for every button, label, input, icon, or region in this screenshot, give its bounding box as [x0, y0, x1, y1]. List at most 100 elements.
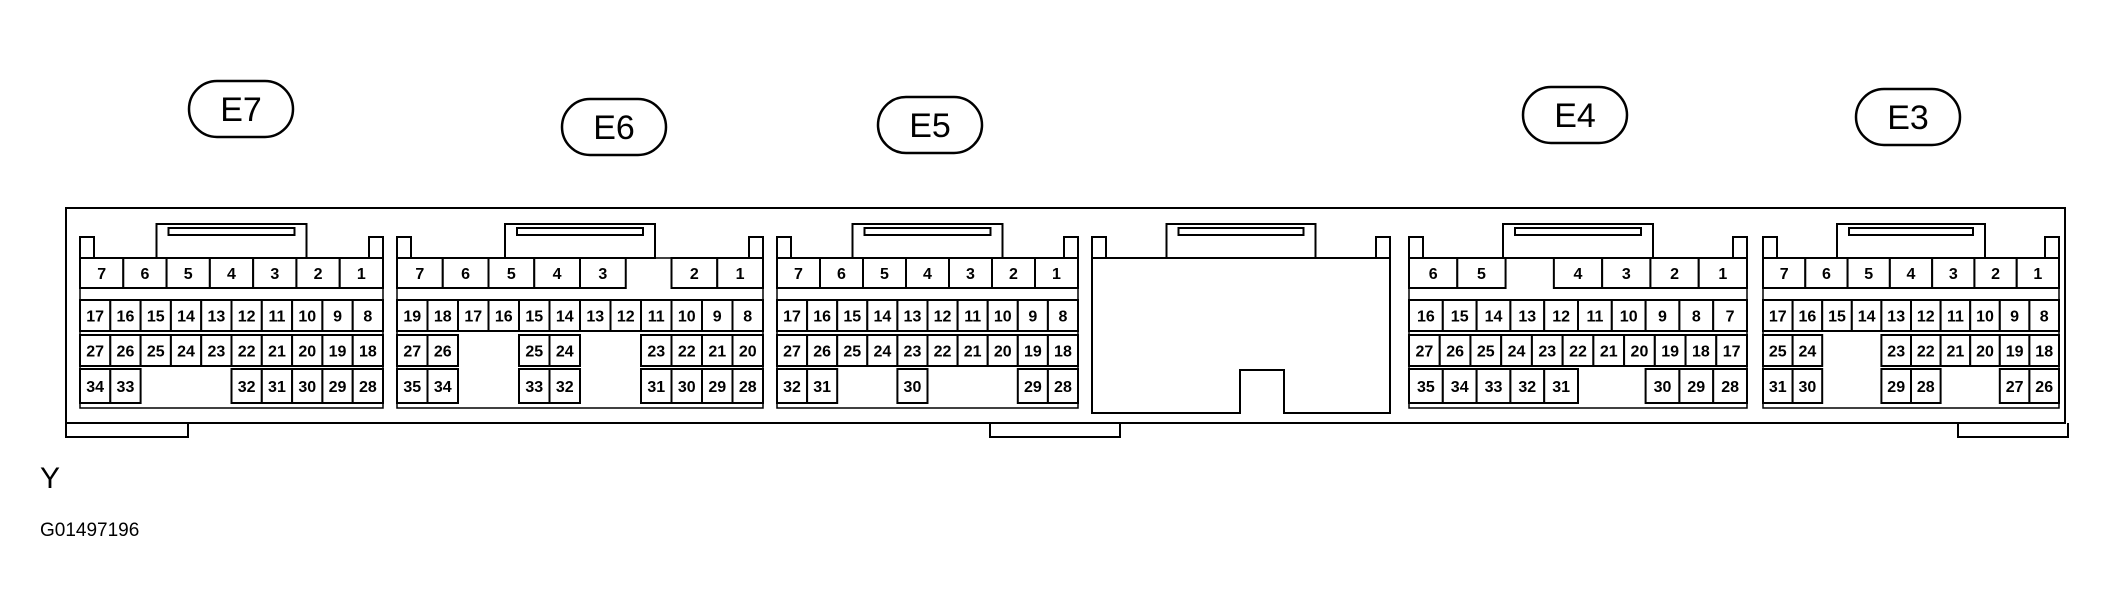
- pin-number: 15: [147, 309, 165, 326]
- connector-clip: [1091, 236, 1391, 258]
- pin-cell: [956, 299, 989, 332]
- pin-number: 5: [507, 266, 516, 283]
- pin-number: 9: [1028, 309, 1037, 326]
- pin-number: 4: [923, 266, 932, 283]
- pin-number: 31: [813, 379, 831, 396]
- pin-cell: [701, 299, 734, 332]
- pin-cell: [1438, 334, 1472, 367]
- pin-number: 7: [1726, 309, 1735, 326]
- pin-number: 4: [1574, 266, 1583, 283]
- pin-cell: [1931, 257, 1976, 289]
- pin-cell: [896, 299, 929, 332]
- pin-number: 22: [1569, 344, 1587, 361]
- pin-cell: [716, 257, 764, 289]
- pin-cell: [1762, 334, 1794, 367]
- pin-number: 20: [994, 344, 1012, 361]
- pin-number: 12: [934, 309, 952, 326]
- pin-number: 8: [363, 309, 372, 326]
- pin-number: 22: [238, 344, 256, 361]
- mounting-tab: [1957, 423, 2069, 438]
- pin-number: 22: [934, 344, 952, 361]
- pin-cell: [208, 257, 255, 289]
- pin-number: 19: [1024, 344, 1042, 361]
- pin-number: 8: [2040, 309, 2049, 326]
- pin-number: 5: [1864, 266, 1873, 283]
- pin-number: 10: [994, 309, 1012, 326]
- pin-number: 23: [1887, 344, 1905, 361]
- pin-number: 17: [464, 309, 482, 326]
- pin-cell: [1653, 334, 1687, 367]
- pin-number: 15: [1451, 309, 1469, 326]
- pin-cell: [1016, 299, 1049, 332]
- pin-cell: [1475, 299, 1512, 332]
- pin-number: 25: [525, 344, 543, 361]
- pin-number: 17: [1769, 309, 1787, 326]
- pin-cell: [1441, 368, 1478, 404]
- pin-number: 14: [177, 309, 195, 326]
- pin-cell: [1791, 299, 1824, 332]
- pin-cell: [1034, 257, 1079, 289]
- pin-number: 12: [1552, 309, 1570, 326]
- pin-number: 1: [2033, 266, 2042, 283]
- pin-number: 24: [873, 344, 891, 361]
- pin-number: 17: [783, 309, 801, 326]
- pin-number: 7: [1780, 266, 1789, 283]
- pin-number: 32: [1518, 379, 1536, 396]
- pin-number: 7: [794, 266, 803, 283]
- pin-cell: [1712, 299, 1748, 332]
- pin-cell: [1762, 299, 1794, 332]
- pin-number: 20: [1976, 344, 1994, 361]
- pin-number: 16: [117, 309, 135, 326]
- pin-number: 12: [617, 309, 635, 326]
- connector-blank: [1091, 223, 1391, 414]
- pin-cell: [1684, 334, 1718, 367]
- pin-cell: [396, 299, 429, 332]
- pin-number: 24: [1508, 344, 1526, 361]
- pin-number: 25: [843, 344, 861, 361]
- pin-number: 6: [461, 266, 470, 283]
- pin-number: 5: [880, 266, 889, 283]
- pin-number: 4: [553, 266, 562, 283]
- pin-cell: [351, 299, 385, 332]
- pin-cell: [1821, 299, 1853, 332]
- pin-cell: [165, 257, 211, 289]
- pin-number: 9: [1658, 309, 1667, 326]
- pin-cell: [79, 368, 112, 404]
- pin-cell: [426, 299, 459, 332]
- pin-number: 27: [1415, 344, 1433, 361]
- pin-number: 4: [1907, 266, 1916, 283]
- mounting-tab: [65, 423, 189, 438]
- pin-cell: [670, 334, 703, 367]
- pin-number: 27: [2006, 379, 2024, 396]
- pin-number: 2: [690, 266, 699, 283]
- pin-cell: [260, 334, 294, 367]
- pin-number: 34: [86, 379, 104, 396]
- pin-number: 6: [1822, 266, 1831, 283]
- pin-number: 11: [1947, 309, 1964, 326]
- pin-number: 11: [268, 309, 285, 326]
- pin-number: 34: [1451, 379, 1469, 396]
- pin-cell: [1880, 334, 1913, 367]
- pin-cell: [836, 299, 869, 332]
- latch-groove: [1514, 227, 1642, 236]
- pin-number: 8: [743, 309, 752, 326]
- pin-number: 26: [1446, 344, 1464, 361]
- pin-cell: [948, 257, 993, 289]
- pin-cell: [776, 334, 809, 367]
- pin-cell: [441, 257, 490, 289]
- pin-number: 21: [964, 344, 982, 361]
- pin-number: 18: [1692, 344, 1710, 361]
- pin-number: 1: [1052, 266, 1061, 283]
- pin-number: 24: [556, 344, 574, 361]
- connector-latch: [1502, 223, 1654, 259]
- pin-cell: [1475, 368, 1512, 404]
- pin-cell: [776, 257, 821, 289]
- pin-cell: [1697, 257, 1748, 289]
- pin-cell: [1880, 368, 1913, 404]
- pin-number: 32: [783, 379, 801, 396]
- pin-number: 33: [525, 379, 543, 396]
- pin-cell: [776, 299, 809, 332]
- pin-cell: [295, 257, 341, 289]
